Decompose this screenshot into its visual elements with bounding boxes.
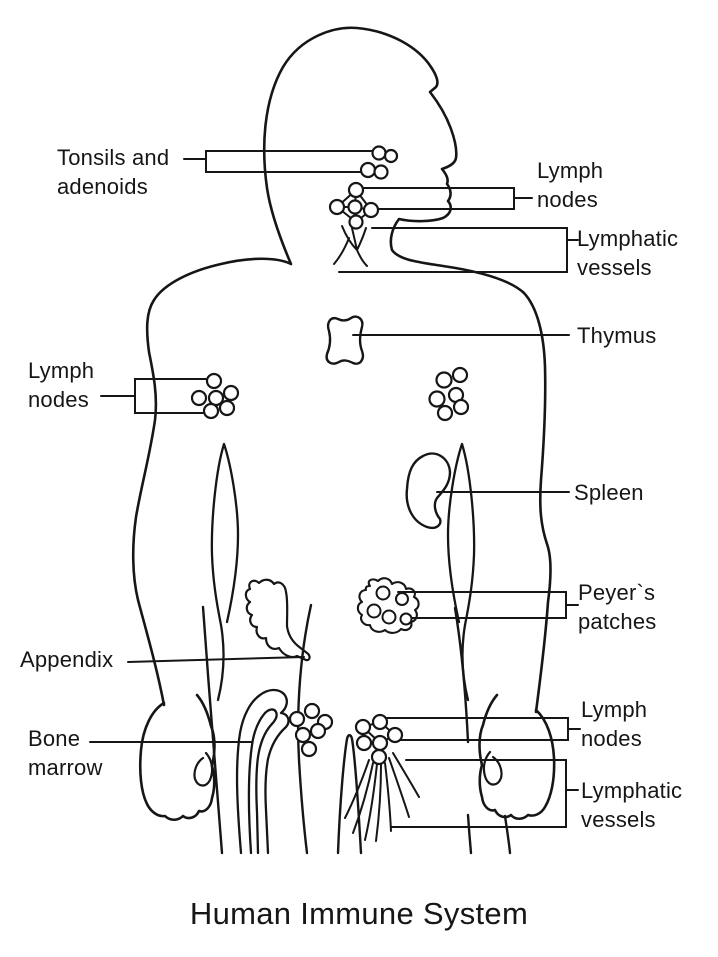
label-line: nodes [581,726,642,751]
label-line: marrow [28,755,103,780]
callout-box-lymphatic-vessels-neck [338,227,568,273]
callout-box-peyers-patches [397,591,567,619]
label-line: patches [578,609,657,634]
label-appendix: Appendix [20,645,113,674]
label-line: Lymphatic [581,778,683,803]
label-line: Lymph [28,358,95,383]
label-line: nodes [28,387,89,412]
label-tonsils-adenoids: Tonsils and adenoids [57,143,169,201]
label-line: Lymphatic [577,226,679,251]
inguinal-lymph-node-cluster [354,713,404,766]
label-lymphatic-vessels-neck: Lymphatic vessels [577,224,678,282]
left-inner-arm-line [210,442,240,702]
right-leg-lines [453,606,512,855]
neck-lymph-node-cluster [328,181,380,230]
right-hand [478,693,556,821]
leg-lymphatic-vessel-lines [344,752,420,842]
peyers-patches-shape [356,577,420,634]
right-thumb-line [482,750,503,786]
label-line: Thymus [577,323,657,348]
label-line: Peyer`s [578,580,656,605]
left-leg-lines [201,603,313,855]
label-peyers-patches: Peyer`s patches [578,578,656,636]
label-line: Bone [28,726,81,751]
axillary-lymph-nodes-right [428,366,470,422]
left-thumb-line [193,751,214,787]
label-line: Tonsils and [57,145,170,170]
body-outline [131,26,552,714]
label-lymph-nodes-axillary: Lymph nodes [28,356,94,414]
label-lymphatic-vessels-leg: Lymphatic vessels [581,776,682,834]
spleen-shape [405,452,452,530]
label-line: adenoids [57,174,148,199]
label-line: Lymph [537,158,604,183]
label-line: nodes [537,187,598,212]
tonsils-adenoids-circles [359,145,399,180]
leader-line-appendix [127,656,305,663]
label-thymus: Thymus [577,321,656,350]
label-line: vessels [581,807,656,832]
callout-box-lymph-nodes-neck [361,187,515,210]
callout-box-lymph-nodes-inguinal [385,717,569,741]
label-line: Appendix [20,647,114,672]
label-bone-marrow: Bone marrow [28,724,103,782]
peyers-patches-circles [366,585,413,626]
label-lymph-nodes-neck: Lymph nodes [537,156,603,214]
label-spleen: Spleen [574,478,644,507]
neck-lymphatic-vessel-lines [333,225,368,267]
callout-box-tonsils [205,150,374,173]
diagram-title: Human Immune System [189,896,529,931]
femur-bone-shape [235,688,290,855]
appendix-shape [244,578,311,662]
bone-marrow-circles [288,702,334,758]
crotch-line [336,734,363,855]
label-line: Spleen [574,480,644,505]
label-line: vessels [577,255,652,280]
axillary-lymph-nodes-left [190,372,240,420]
thymus-shape [325,315,365,365]
label-lymph-nodes-inguinal: Lymph nodes [581,695,647,753]
label-line: Lymph [581,697,648,722]
